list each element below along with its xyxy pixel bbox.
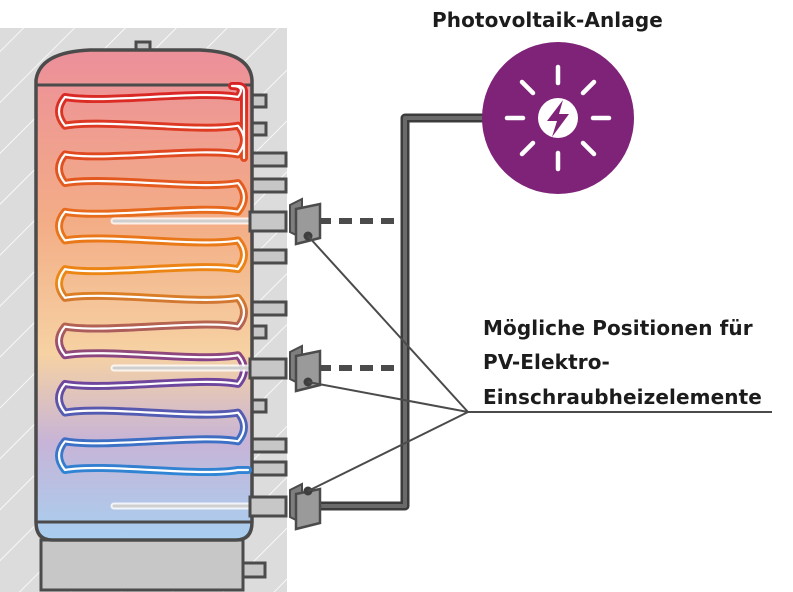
photovoltaic-system: [482, 42, 634, 194]
label-pointer-lines: [307, 235, 772, 492]
pv-cable-core: [318, 116, 492, 508]
heating-rods: [110, 217, 274, 510]
heating-element-head-top: [289, 197, 322, 246]
pv-system-title: Photovoltaik-Anlage: [432, 8, 663, 32]
heat-exchanger-coil: [55, 82, 252, 477]
heating-element-sockets: [248, 210, 288, 518]
base-pipe: [241, 561, 267, 579]
positions-label-line-2: PV-Elektro-: [483, 350, 610, 374]
heating-element-head-bottom: [289, 482, 322, 531]
positions-label-line-3: Einschraubheizelemente: [483, 385, 762, 409]
tank-base: [39, 538, 245, 592]
positions-label-line-1: Mögliche Positionen für: [483, 316, 753, 340]
lightning-bolt-icon: [547, 100, 569, 137]
coil-path: [57, 84, 250, 474]
